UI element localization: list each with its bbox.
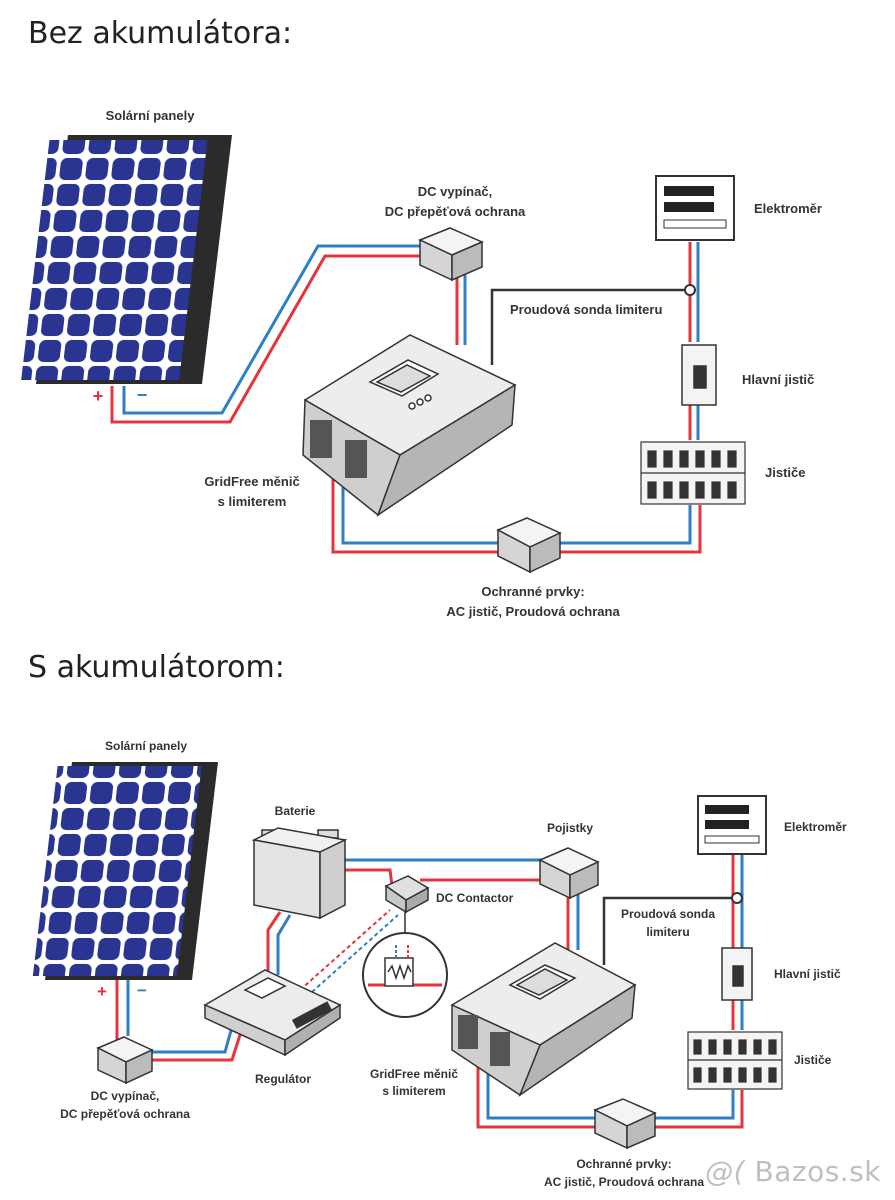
label-minus: − bbox=[137, 981, 147, 1000]
label-current-probe-line2: limiteru bbox=[646, 925, 689, 939]
label-breakers: Jističe bbox=[765, 465, 805, 480]
label-plus: + bbox=[97, 982, 107, 1001]
label-main-breaker: Hlavní jistič bbox=[742, 372, 814, 387]
label-dc-switch-line2: DC přepěťová ochrana bbox=[385, 204, 526, 219]
contactor-detail-icon bbox=[362, 932, 448, 1018]
watermark-at-icon: @( bbox=[705, 1155, 746, 1188]
dc-switch-box-icon bbox=[418, 227, 484, 282]
label-protection-line2: AC jistič, Proudová ochrana bbox=[544, 1175, 704, 1189]
label-current-probe: Proudová sonda limiteru bbox=[510, 302, 662, 317]
breakers-icon bbox=[640, 441, 746, 505]
battery-icon bbox=[251, 827, 348, 920]
label-solar-panels: Solární panely bbox=[106, 108, 196, 123]
label-minus: − bbox=[137, 385, 148, 405]
label-meter: Elektroměr bbox=[784, 820, 847, 834]
label-fuses: Pojistky bbox=[547, 821, 593, 835]
protection-box-icon bbox=[593, 1098, 657, 1150]
label-plus: + bbox=[93, 386, 104, 406]
watermark-text: Bazos.sk bbox=[754, 1155, 881, 1188]
main-breaker-icon bbox=[681, 344, 717, 406]
label-current-probe-line1: Proudová sonda bbox=[621, 907, 715, 921]
protection-box-icon bbox=[496, 517, 562, 574]
label-inverter-line2: s limiterem bbox=[382, 1084, 445, 1098]
regulator-icon bbox=[203, 969, 342, 1057]
label-protection-line1: Ochranné prvky: bbox=[576, 1157, 671, 1171]
label-dc-contactor: DC Contactor bbox=[436, 891, 514, 905]
main-breaker-icon bbox=[721, 947, 753, 1001]
label-inverter-line2: s limiterem bbox=[218, 494, 287, 509]
label-meter: Elektroměr bbox=[754, 201, 822, 216]
electricity-meter-icon bbox=[697, 795, 767, 855]
breakers-icon bbox=[687, 1031, 783, 1090]
label-protection-line1: Ochranné prvky: bbox=[481, 584, 584, 599]
label-dc-switch-line1: DC vypínač, bbox=[91, 1089, 160, 1103]
label-protection-line2: AC jistič, Proudová ochrana bbox=[446, 604, 620, 619]
heading-without-battery: Bez akumulátora: bbox=[28, 16, 293, 51]
label-inverter-line1: GridFree měnič bbox=[370, 1067, 458, 1081]
label-dc-switch-line1: DC vypínač, bbox=[418, 184, 492, 199]
label-regulator: Regulátor bbox=[255, 1072, 311, 1086]
dc-switch-box-icon bbox=[96, 1036, 154, 1085]
fuses-box-icon bbox=[538, 847, 600, 900]
label-inverter-line1: GridFree měnič bbox=[204, 474, 299, 489]
label-dc-switch-line2: DC přepěťová ochrana bbox=[60, 1107, 190, 1121]
label-main-breaker: Hlavní jistič bbox=[774, 967, 841, 981]
solar-panel-icon bbox=[32, 762, 218, 980]
bazos-watermark: @( Bazos.sk bbox=[705, 1155, 881, 1188]
inverter-icon bbox=[302, 334, 517, 517]
electricity-meter-icon bbox=[655, 175, 735, 241]
diagram-without-battery: Solární panely + − DC vypínač, DC přepěť… bbox=[21, 108, 822, 619]
solar-panel-icon bbox=[21, 135, 232, 384]
inverter-icon bbox=[450, 942, 637, 1098]
label-breakers: Jističe bbox=[794, 1053, 832, 1067]
diagram-with-battery: Solární panely + − Baterie Pojistky Elek… bbox=[32, 739, 847, 1189]
heading-with-battery: S akumulátorom: bbox=[28, 650, 285, 685]
label-solar-panels: Solární panely bbox=[105, 739, 187, 753]
dc-contactor-icon bbox=[384, 875, 430, 935]
label-battery: Baterie bbox=[275, 804, 316, 818]
